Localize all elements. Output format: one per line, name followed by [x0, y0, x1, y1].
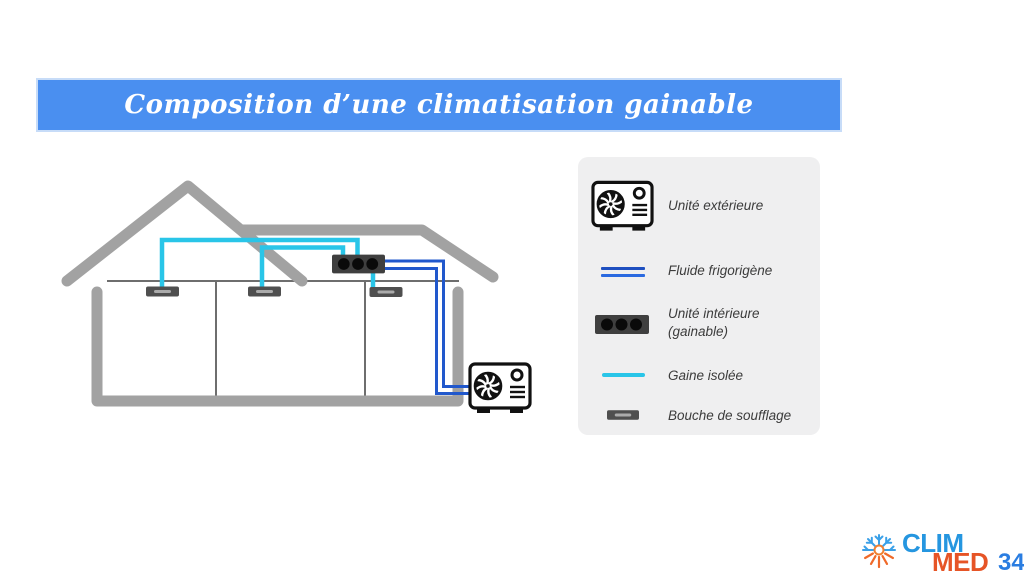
- legend-label-refrigerant: Fluide frigorigène: [668, 263, 773, 278]
- outdoor-unit-icon: [591, 180, 654, 233]
- supply-vent-1: [146, 286, 179, 297]
- legend-panel: Unité extérieure Fluide frigorigène Unit…: [578, 157, 820, 435]
- legend-label-vent: Bouche de soufflage: [668, 408, 792, 423]
- supply-vent-3: [369, 287, 403, 297]
- snowflake-sun-icon: [862, 534, 896, 569]
- legend-label-duct: Gaine isolée: [668, 368, 744, 383]
- legend-label-outdoor-unit: Unité extérieure: [668, 198, 764, 213]
- logo-word-med: MED: [932, 547, 989, 576]
- outdoor-unit: [468, 362, 532, 415]
- indoor-unit-icon: [595, 315, 649, 334]
- refrigerant-lines: [385, 259, 469, 395]
- ceiling-and-partition-lines: [107, 280, 459, 400]
- supply-vent-icon: [607, 410, 639, 420]
- duct-to-vent-1: [159, 237, 360, 288]
- legend-label-indoor-unit: Unité intérieure (gainable): [668, 306, 760, 339]
- logo-word-clim: CLIM: [902, 528, 964, 558]
- company-logo: CLIM MED 34: [858, 527, 1024, 576]
- duct-to-vent-2: [259, 245, 346, 288]
- logo-number: 34: [998, 549, 1024, 576]
- title-banner: Composition d’une climatisation gainable: [36, 78, 842, 132]
- right-roof: [237, 224, 499, 283]
- supply-vent-2: [248, 286, 281, 297]
- refrigerant-lines-icon: [601, 267, 645, 277]
- insulated-duct-lines: [159, 237, 376, 288]
- insulated-duct-icon: [602, 373, 645, 377]
- page-title: Composition d’une climatisation gainable: [124, 90, 754, 120]
- indoor-unit: [332, 254, 385, 274]
- walls-and-floor: [91, 286, 464, 407]
